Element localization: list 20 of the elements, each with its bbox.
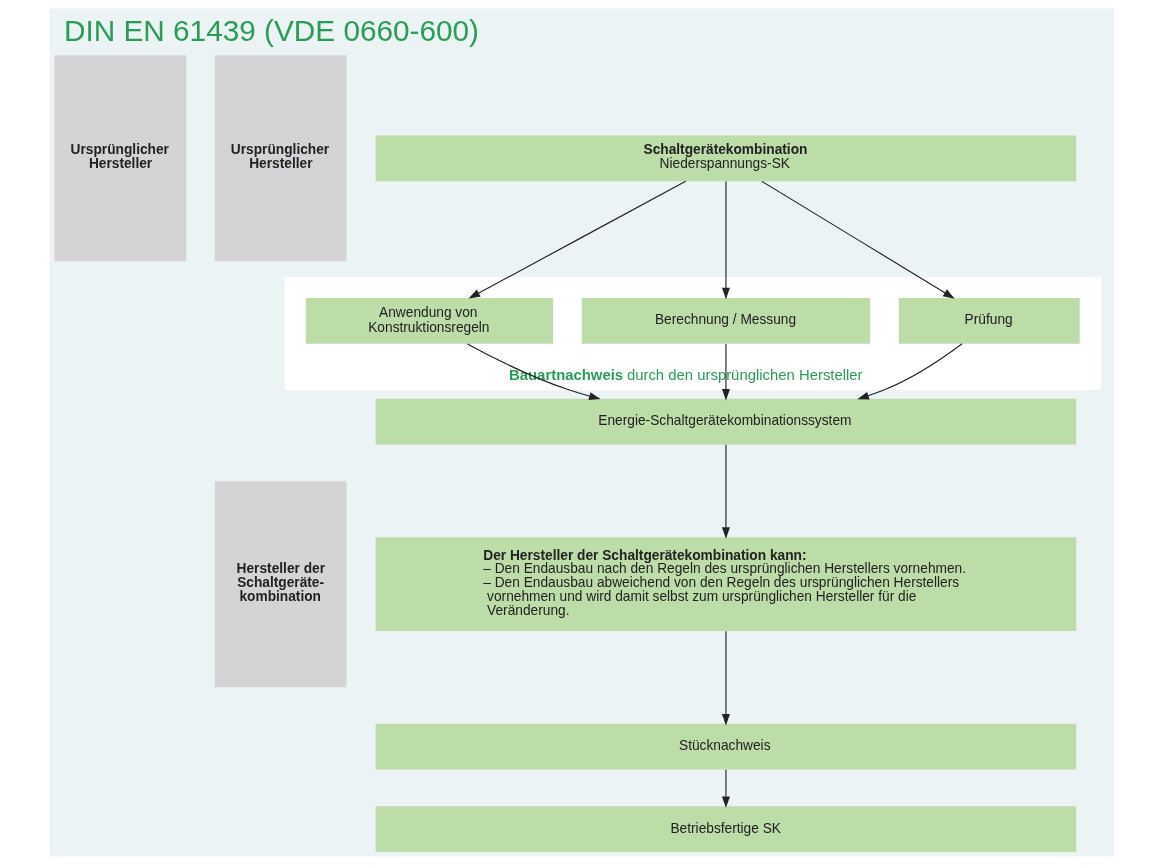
node-box: Betriebsfertige SK (375, 806, 1076, 853)
diagram-title: DIN EN 61439 (VDE 0660-600) (63, 14, 479, 48)
arrow (760, 180, 955, 299)
node-box: Der Hersteller der Schaltgerätekombination kann: – Den Endausbau nach den Regeln des ursprünglichen Herstellers vornehmen. – Den Endausbau abweichend von den Regeln des ursprünglichen Herstellers vornehmen und wird damit selbst zum ursprünglichen Hersteller für die Veränderung. (375, 537, 1076, 632)
node-box: Hersteller der Schaltgeräte- kombination (214, 481, 346, 688)
arrow (721, 180, 730, 300)
node-box: Ursprünglicher Hersteller (54, 55, 186, 262)
node-box: Energie-Schaltgerätekombinationssystem (375, 398, 1076, 445)
node-box: Ursprünglicher Hersteller (214, 55, 346, 262)
arrow (856, 343, 963, 400)
arrow (468, 180, 686, 299)
node-box: Stücknachweis (375, 723, 1076, 770)
arrow (721, 769, 730, 808)
arrow (721, 630, 730, 726)
arrow (721, 343, 730, 401)
node-box: Anwendung von Konstruktionsregeln (305, 298, 553, 344)
node-box: Berechnung / Messung (581, 298, 870, 344)
node-box: Schaltgerätekombination Niederspannungs-SK (375, 135, 1076, 182)
arrow (721, 444, 730, 539)
node-box: Prüfung (898, 298, 1080, 344)
